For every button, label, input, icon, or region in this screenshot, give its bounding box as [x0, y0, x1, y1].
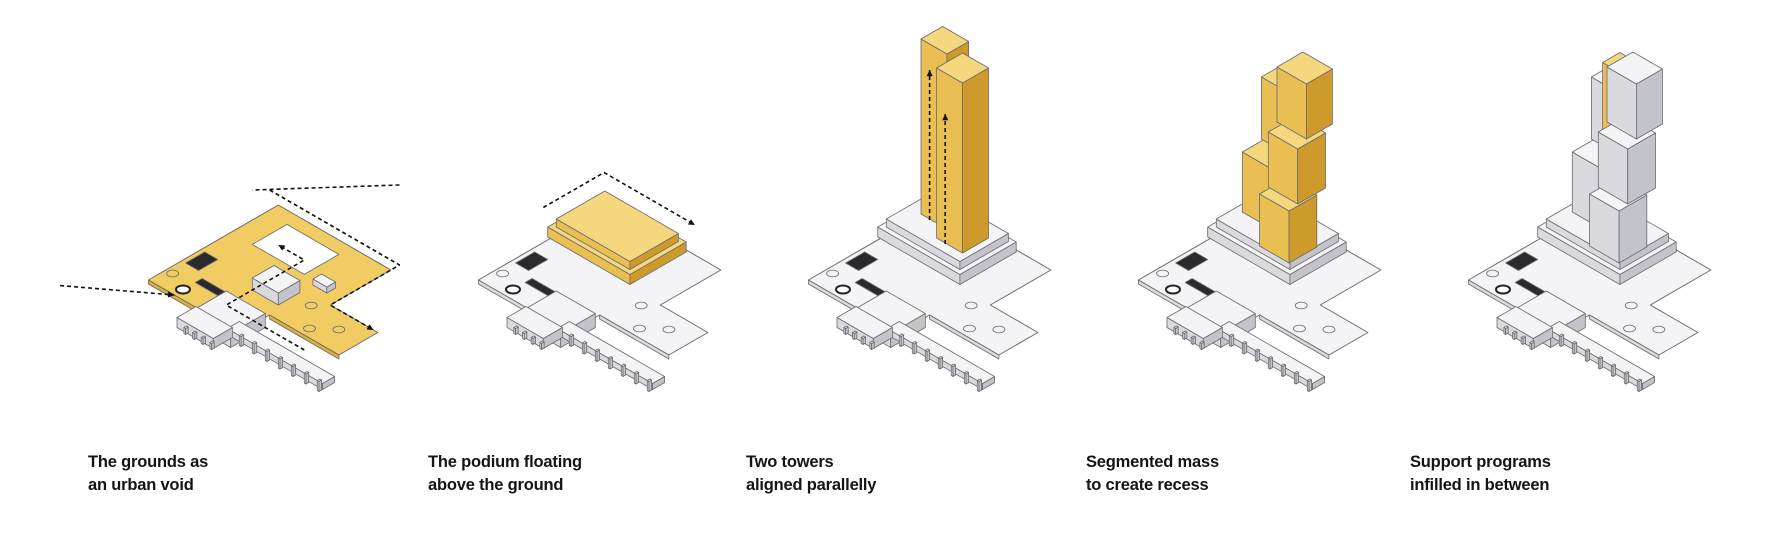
viaduct-pier — [1598, 357, 1602, 370]
viaduct-pier — [317, 379, 321, 392]
viaduct-pier — [193, 331, 197, 340]
viaduct-pier — [540, 341, 544, 350]
viaduct-pier — [265, 349, 269, 362]
viaduct-pier — [1174, 326, 1178, 335]
step-segmented: Segmented mass to create recess — [1050, 0, 1390, 539]
viaduct-pier — [569, 334, 573, 347]
viaduct-pier — [1530, 341, 1534, 350]
caption-line-2: infilled in between — [1410, 474, 1551, 497]
step-infill: Support programs infilled in between — [1380, 0, 1720, 539]
step-grounds: The grounds as an urban void — [60, 0, 400, 539]
viaduct-pier — [1307, 379, 1311, 392]
viaduct-pier — [184, 326, 188, 335]
segmented-illustration — [1050, 0, 1390, 440]
viaduct-pier — [621, 364, 625, 377]
viaduct-pier — [938, 357, 942, 370]
viaduct-pier — [634, 372, 638, 385]
viaduct-pier — [278, 357, 282, 370]
viaduct-pier — [647, 379, 651, 392]
step-podium: The podium floating above the ground — [390, 0, 730, 539]
plaza-circle — [506, 286, 520, 294]
caption-line-1: Segmented mass — [1086, 451, 1219, 474]
viaduct-pier — [1281, 364, 1285, 377]
viaduct-pier — [1513, 331, 1517, 340]
viaduct-pier — [210, 341, 214, 350]
caption-grounds: The grounds as an urban void — [88, 451, 208, 497]
viaduct-pier — [304, 372, 308, 385]
viaduct-pier — [1191, 336, 1195, 345]
podium-illustration — [390, 0, 730, 440]
caption-podium: The podium floating above the ground — [428, 451, 582, 497]
caption-line-2: an urban void — [88, 474, 208, 497]
viaduct-pier — [1183, 331, 1187, 340]
plaza-circle — [836, 286, 850, 294]
viaduct-pier — [1200, 341, 1204, 350]
viaduct-pier — [1611, 364, 1615, 377]
viaduct-pier — [1268, 357, 1272, 370]
viaduct-pier — [844, 326, 848, 335]
caption-line-2: aligned parallelly — [746, 474, 876, 497]
caption-towers: Two towers aligned parallelly — [746, 451, 876, 497]
viaduct-pier — [531, 336, 535, 345]
viaduct-pier — [964, 372, 968, 385]
viaduct-pier — [514, 326, 518, 335]
viaduct-pier — [977, 379, 981, 392]
viaduct-pier — [1504, 326, 1508, 335]
viaduct-pier — [1572, 342, 1576, 355]
viaduct-pier — [1637, 379, 1641, 392]
viaduct-pier — [1559, 334, 1563, 347]
caption-line-1: The grounds as — [88, 451, 208, 474]
viaduct-pier — [951, 364, 955, 377]
caption-line-2: to create recess — [1086, 474, 1219, 497]
viaduct-pier — [861, 336, 865, 345]
caption-line-1: The podium floating — [428, 451, 582, 474]
viaduct-pier — [870, 341, 874, 350]
viaduct-pier — [1242, 342, 1246, 355]
viaduct-pier — [1229, 334, 1233, 347]
viaduct-pier — [582, 342, 586, 355]
viaduct-pier — [523, 331, 527, 340]
viaduct-pier — [1624, 372, 1628, 385]
entry-path-top — [252, 185, 399, 190]
viaduct-pier — [899, 334, 903, 347]
segment-b-high — [1607, 52, 1662, 139]
caption-line-1: Support programs — [1410, 451, 1551, 474]
viaduct-pier — [925, 349, 929, 362]
step-towers: Two towers aligned parallelly — [720, 0, 1060, 539]
plaza-circle — [176, 286, 190, 294]
viaduct-pier — [1294, 372, 1298, 385]
viaduct-pier — [608, 357, 612, 370]
plaza-circle — [1496, 286, 1510, 294]
tower-b — [937, 53, 989, 253]
grounds-illustration — [60, 0, 400, 440]
tower-b-face-right — [963, 68, 989, 253]
viaduct-pier — [291, 364, 295, 377]
viaduct-pier — [239, 334, 243, 347]
viaduct-pier — [595, 349, 599, 362]
viaduct-pier — [252, 342, 256, 355]
caption-segmented: Segmented mass to create recess — [1086, 451, 1219, 497]
caption-line-2: above the ground — [428, 474, 582, 497]
viaduct-pier — [1585, 349, 1589, 362]
viaduct-pier — [912, 342, 916, 355]
segment-b-high — [1277, 52, 1332, 139]
viaduct-pier — [1521, 336, 1525, 345]
plaza-circle — [1166, 286, 1180, 294]
caption-infill: Support programs infilled in between — [1410, 451, 1551, 497]
caption-line-1: Two towers — [746, 451, 876, 474]
infill-illustration — [1380, 0, 1720, 440]
viaduct-pier — [1255, 349, 1259, 362]
viaduct-pier — [201, 336, 205, 345]
tower-b-face-left — [937, 68, 963, 253]
viaduct-pier — [853, 331, 857, 340]
towers-illustration — [720, 0, 1060, 440]
